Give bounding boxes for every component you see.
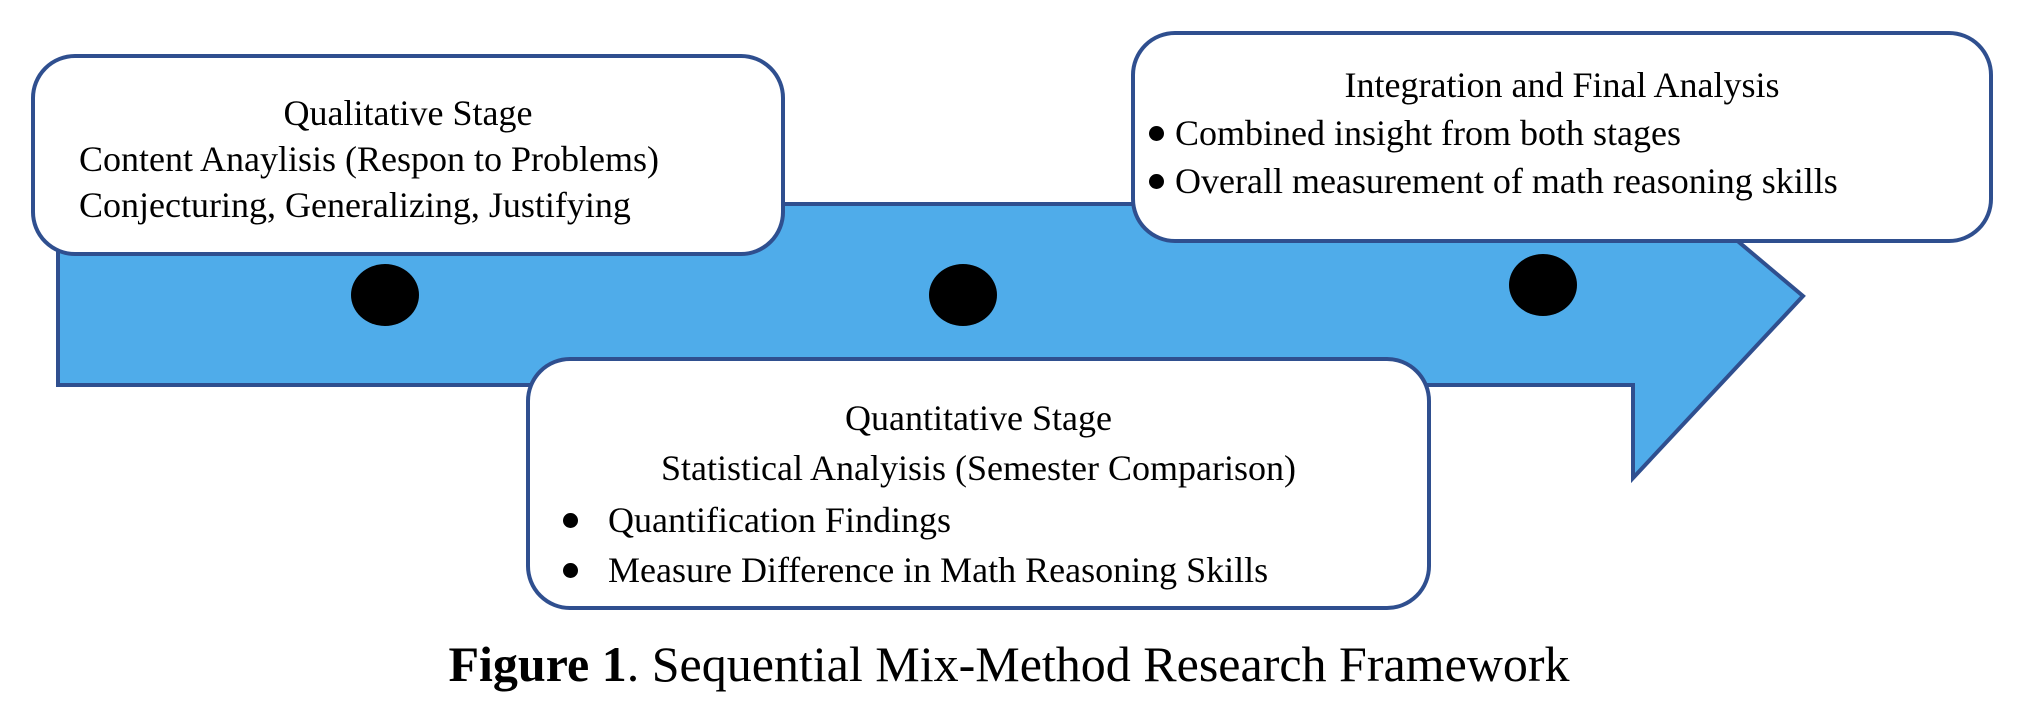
bullet-icon: [563, 563, 578, 578]
quantitative-stage-subtitle: Statistical Analyisis (Semester Comparis…: [661, 448, 1296, 488]
integration-bullet-1-text: Combined insight from both stages: [1175, 113, 1681, 153]
bullet-icon: [1149, 126, 1164, 141]
quantitative-bullet-2-text: Measure Difference in Math Reasoning Ski…: [608, 550, 1269, 590]
timeline-marker-3: [1509, 254, 1577, 316]
qualitative-stage-box: Qualitative Stage Content Anaylisis (Res…: [31, 54, 785, 256]
bullet-icon: [1149, 174, 1164, 189]
figure-caption-text: . Sequential Mix-Method Research Framewo…: [626, 636, 1570, 692]
integration-stage-title: Integration and Final Analysis: [1344, 65, 1780, 105]
qualitative-stage-line-2: Conjecturing, Generalizing, Justifying: [79, 185, 631, 225]
quantitative-bullet-1-text: Quantification Findings: [608, 500, 951, 540]
bullet-icon: [563, 513, 578, 528]
quantitative-stage-title: Quantitative Stage: [845, 398, 1112, 438]
qualitative-stage-title: Qualitative Stage: [283, 93, 533, 133]
integration-stage-box: Integration and Final Analysis Combined …: [1131, 31, 1993, 243]
quantitative-stage-box: Quantitative Stage Statistical Analyisis…: [526, 357, 1431, 610]
timeline-marker-2: [929, 264, 997, 326]
figure-label: Figure 1: [448, 636, 627, 692]
timeline-marker-1: [351, 264, 419, 326]
figure-caption: Figure 1. Sequential Mix-Method Research…: [0, 634, 2018, 694]
integration-bullet-2-text: Overall measurement of math reasoning sk…: [1175, 161, 1838, 201]
qualitative-stage-line-1: Content Anaylisis (Respon to Problems): [79, 139, 659, 179]
